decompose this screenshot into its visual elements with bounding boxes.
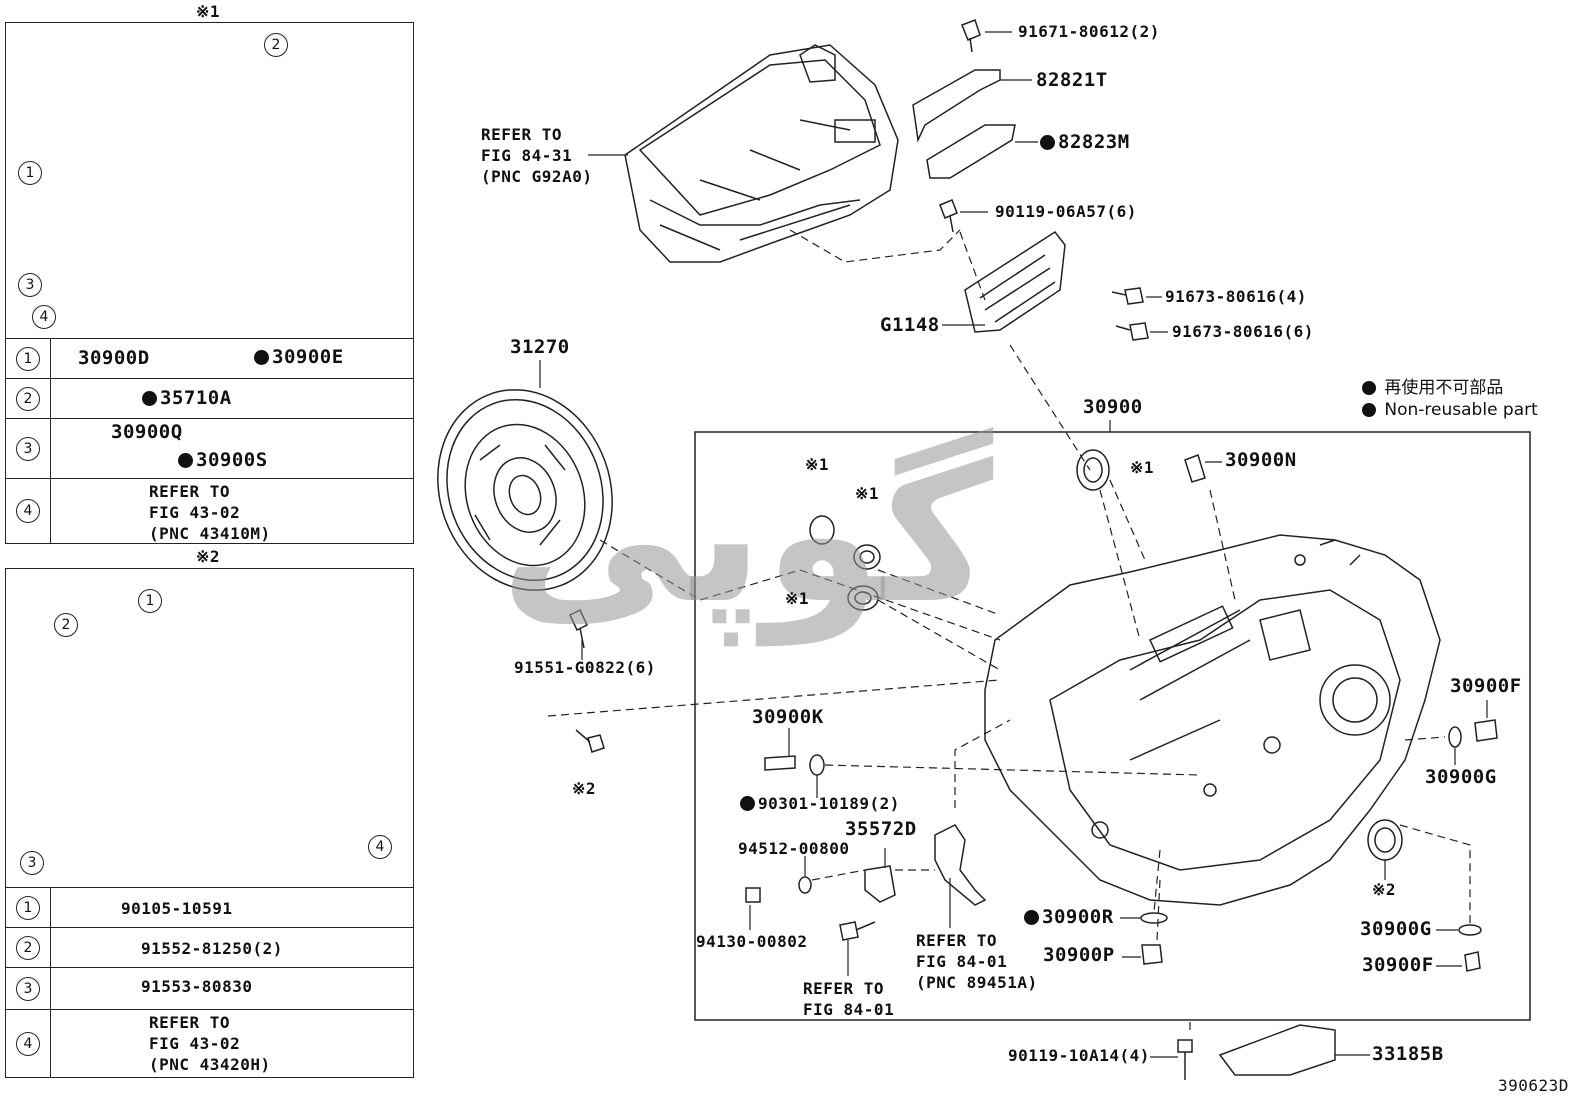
row-number: 2: [16, 936, 40, 960]
panel2-callout-3: 3: [20, 851, 44, 875]
part-30900s: 30900S: [178, 451, 268, 470]
panel1-callout-2: 2: [264, 33, 288, 57]
label-91673-80616-6: 91673-80616(6): [1172, 322, 1314, 341]
assembly-lines: [547, 229, 1471, 1030]
label-30900p: 30900P: [1043, 944, 1115, 966]
part-35710a: 35710A: [142, 389, 232, 408]
label-91671-80612: 91671-80612(2): [1018, 22, 1160, 41]
refer-fig-84-01-a: REFER TO FIG 84-01: [803, 979, 895, 1019]
label-82821t: 82821T: [1036, 69, 1108, 91]
panel2-row-3: 3 91553-80830: [6, 967, 413, 1010]
non-reusable-icon: [1024, 910, 1039, 925]
diagram-id: 390623D: [1498, 1076, 1569, 1095]
non-reusable-icon: [254, 350, 269, 365]
panel1-mark: ※1: [196, 2, 221, 21]
leader-lines: [539, 31, 1488, 1058]
label-30900g-bottom: 30900G: [1360, 918, 1432, 940]
main-group-frame: [694, 431, 1531, 1021]
panel2-row-2: 2 91552-81250(2): [6, 927, 413, 968]
panel1: 1 2 3 4 1 30900D 30900E 2 35710A 3 30900…: [5, 22, 414, 544]
inverter-assembly: [624, 44, 899, 263]
bracket-82821t: [912, 69, 1001, 143]
sensor-35572d: [934, 824, 987, 906]
part-91553-80830: 91553-80830: [141, 977, 253, 996]
label-mark1-c: ※1: [785, 589, 810, 608]
label-90119-06a57: 90119-06A57(6): [995, 202, 1137, 221]
refer-fig-43-02-a: REFER TO FIG 43-02 (PNC 43410M): [149, 482, 271, 543]
part-30900q: 30900Q: [111, 421, 183, 443]
legend-jp: 再使用不可部品: [1362, 376, 1503, 400]
panel2-row-1: 1 90105-10591: [6, 887, 413, 928]
watermark: گوپی: [500, 424, 994, 645]
row-number: 4: [16, 499, 40, 523]
row-number: 2: [16, 387, 40, 411]
panel2-callout-1: 1: [138, 589, 162, 613]
legend-en: Non-reusable part: [1362, 398, 1538, 422]
bracket-icon: [864, 865, 896, 903]
damper-disc-31270: [437, 389, 613, 591]
label-mark1-b: ※1: [855, 484, 880, 503]
bolt-icons: [569, 19, 1498, 1080]
panel2-mark: ※2: [196, 547, 221, 566]
non-reusable-icon: [1362, 403, 1376, 417]
label-30900k: 30900K: [752, 706, 824, 728]
non-reusable-icon: [178, 453, 193, 468]
panel2: 1 2 3 4 1 90105-10591 2 91552-81250(2) 3…: [5, 568, 414, 1078]
connector-g1148: [964, 230, 1066, 333]
non-reusable-icon: [740, 796, 755, 811]
transaxle-housing-main: [984, 534, 1441, 906]
cover-82823m: [926, 124, 1016, 179]
label-30900f-bottom: 30900F: [1362, 954, 1434, 976]
panel1-callout-1: 1: [18, 161, 42, 185]
label-30900r: 30900R: [1024, 908, 1114, 927]
panel1-row-3: 3 30900Q 30900S: [6, 418, 413, 479]
label-91551-g0822: 91551-G0822(6): [514, 658, 656, 677]
mount-33185b: [1218, 1024, 1336, 1076]
label-mark1-a: ※1: [805, 455, 830, 474]
row-number: 3: [16, 977, 40, 1001]
label-g1148: G1148: [880, 314, 940, 336]
row-number: 4: [16, 1032, 40, 1056]
non-reusable-icon: [1362, 381, 1376, 395]
part-90105-10591: 90105-10591: [121, 899, 233, 918]
row-number: 3: [16, 437, 40, 461]
label-30900g-top: 30900G: [1425, 766, 1497, 788]
non-reusable-icon: [142, 391, 157, 406]
label-94512-00800: 94512-00800: [738, 839, 850, 858]
panel2-callout-4: 4: [368, 835, 392, 859]
label-90119-10a14: 90119-10A14(4): [1008, 1046, 1150, 1065]
panel1-row-4: 4 REFER TO FIG 43-02 (PNC 43410M): [6, 478, 413, 544]
part-91552-81250: 91552-81250(2): [141, 939, 283, 958]
part-30900d: 30900D: [78, 347, 150, 369]
label-30900n: 30900N: [1225, 449, 1297, 471]
label-30900: 30900: [1083, 396, 1143, 418]
row-number: 1: [16, 347, 40, 371]
label-mark2-bolt: ※2: [572, 779, 597, 798]
refer-fig-84-31: REFER TO FIG 84-31 (PNC G92A0): [481, 125, 593, 186]
label-91673-80616-4: 91673-80616(4): [1165, 287, 1307, 306]
panel1-callout-3: 3: [18, 273, 42, 297]
label-mark1-d: ※1: [1130, 458, 1155, 477]
panel2-callout-2: 2: [54, 613, 78, 637]
panel2-row-4: 4 REFER TO FIG 43-02 (PNC 43420H): [6, 1009, 413, 1078]
row-number: 1: [16, 896, 40, 920]
panel1-callout-4: 4: [32, 305, 56, 329]
label-30900f-top: 30900F: [1450, 675, 1522, 697]
label-31270: 31270: [510, 336, 570, 358]
label-90301-10189: 90301-10189(2): [740, 796, 900, 812]
label-82823m: 82823M: [1040, 133, 1130, 152]
label-mark2-seal: ※2: [1372, 880, 1397, 899]
panel1-row-1: 1 30900D 30900E: [6, 338, 413, 379]
refer-fig-84-01-b: REFER TO FIG 84-01 (PNC 89451A): [916, 931, 1038, 992]
label-94130-00802: 94130-00802: [696, 932, 808, 951]
refer-fig-43-02-b: REFER TO FIG 43-02 (PNC 43420H): [149, 1013, 271, 1074]
label-35572d: 35572D: [845, 818, 917, 840]
label-33185b: 33185B: [1372, 1043, 1444, 1065]
non-reusable-icon: [1040, 135, 1055, 150]
panel1-row-2: 2 35710A: [6, 378, 413, 419]
part-30900e: 30900E: [254, 348, 344, 367]
